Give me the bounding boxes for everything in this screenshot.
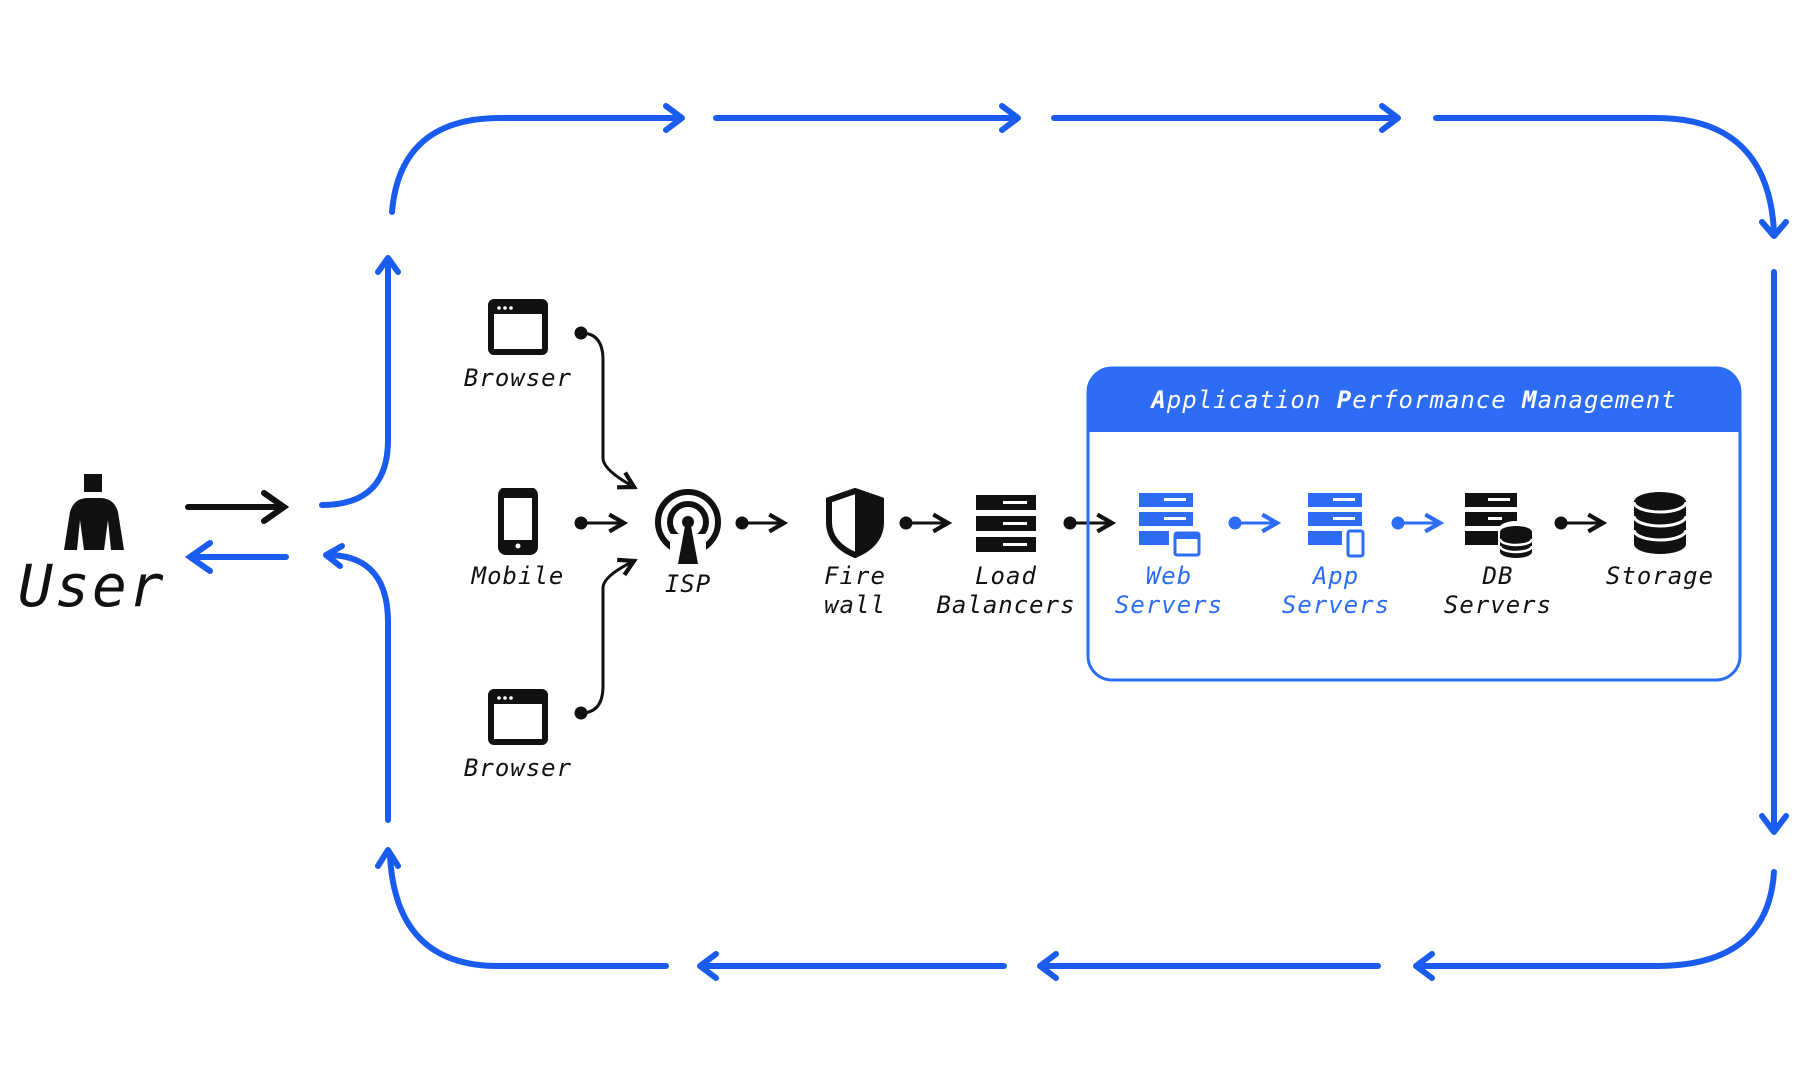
storage-node: Storage (1580, 488, 1740, 591)
network-label: Balancers (936, 591, 1076, 619)
apm-tier-label: Servers (1114, 591, 1224, 619)
browser-window-icon (488, 299, 548, 355)
loop-right-top-arc (1433, 115, 1777, 235)
client-label: Browser (463, 364, 573, 392)
person-icon (64, 474, 124, 550)
client-connectors (574, 326, 634, 720)
database-icon (1632, 492, 1688, 554)
web-servers-node: Web Servers (1089, 488, 1249, 620)
db-servers-node: DB Servers (1418, 488, 1578, 620)
apm-title-text: anagement (1537, 386, 1677, 414)
shield-icon (826, 488, 884, 558)
browser-window-icon (488, 689, 548, 745)
network-label: ISP (664, 570, 712, 598)
server-rack-icon (976, 495, 1036, 552)
loop-arrow-right-3 (1379, 103, 1401, 133)
loop-up-arc (319, 259, 391, 508)
client-label: Mobile (471, 562, 565, 590)
isp-node: ISP (608, 488, 768, 599)
loop-arrow-up-2 (375, 847, 401, 869)
network-label: wall (824, 591, 886, 619)
network-label: Load (975, 562, 1037, 590)
apm-tier-label: App (1312, 562, 1360, 590)
loop-arrow-up (375, 255, 401, 275)
apm-tier-label: Servers (1443, 591, 1553, 619)
apm-tier-label: Web (1145, 562, 1193, 590)
loop-right-bottom-arc (1415, 869, 1777, 969)
loop-arrow-down-2 (1759, 813, 1789, 835)
loop-arrow-down-1 (1759, 219, 1789, 239)
antenna-icon (655, 489, 721, 564)
network-label: Fire (824, 562, 886, 590)
loop-arrow-right-2 (999, 103, 1021, 133)
apm-frame (1086, 366, 1742, 682)
db-server-icon (1465, 493, 1534, 558)
apm-tier-label: DB (1482, 562, 1514, 590)
apm-tier-label: Storage (1605, 562, 1715, 590)
firewall-node: Fire wall (775, 488, 935, 620)
loop-arrow-left-3 (697, 951, 719, 981)
client-browser-bottom: Browser (438, 686, 598, 783)
loop-arrow-left-1 (1413, 951, 1435, 981)
client-browser-top: Browser (438, 296, 598, 393)
app-server-icon (1308, 493, 1367, 558)
apm-title-initial: P (1336, 386, 1353, 414)
load-balancer-node: Load Balancers (926, 488, 1086, 620)
app-servers-node: App Servers (1256, 488, 1416, 620)
apm-title-text: pplication (1166, 386, 1337, 414)
loop-arrow-return (323, 543, 345, 569)
apm-title-initial: M (1522, 386, 1538, 414)
apm-title-initial: A (1151, 386, 1167, 414)
client-mobile: Mobile (438, 488, 598, 591)
loop-top-arc (389, 115, 683, 215)
loop-arrow-left-2 (1037, 951, 1059, 981)
chain-connectors (735, 518, 1603, 528)
loop-return-arc (329, 552, 391, 823)
user-exchange-arrows (184, 490, 290, 574)
mobile-phone-icon (498, 488, 538, 555)
loop-left-bottom-arc (387, 853, 669, 969)
apm-title-text: erformance (1352, 386, 1523, 414)
feedback-loop (319, 103, 1789, 981)
web-server-icon (1139, 493, 1201, 557)
loop-arrow-right-1 (663, 103, 685, 133)
client-label: Browser (463, 754, 573, 782)
apm-tier-label: Servers (1281, 591, 1391, 619)
user-label: User (18, 552, 166, 620)
